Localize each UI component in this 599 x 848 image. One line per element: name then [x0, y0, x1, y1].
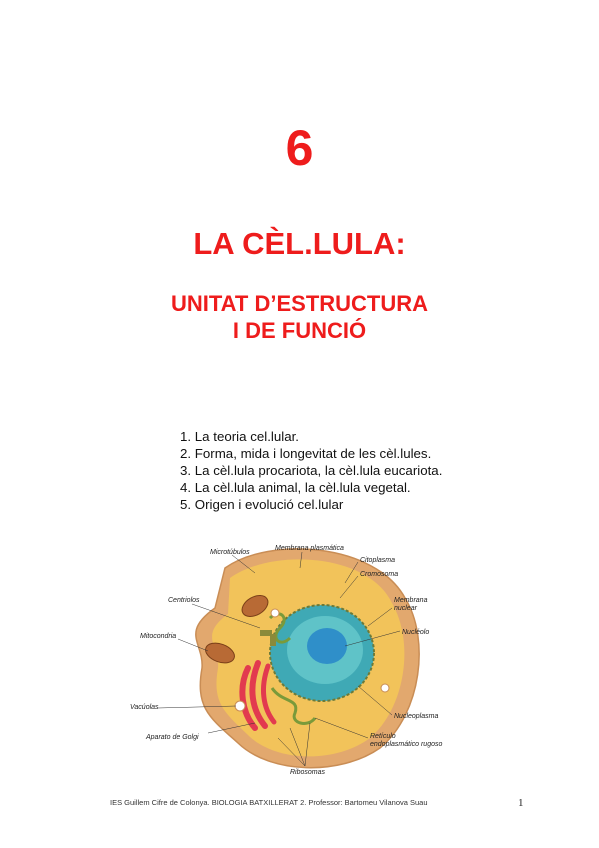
label-cromosoma: Cromosoma	[360, 571, 398, 578]
mitochondrion	[241, 595, 269, 617]
label-nucleoplasma: Nucleoplasma	[394, 713, 438, 720]
toc-item: 2. Forma, mida i longevitat de les cèl.l…	[180, 446, 432, 461]
toc-item: 4. La cèl.lula animal, la cèl.lula veget…	[180, 480, 411, 495]
toc-item: 3. La cèl.lula procariota, la cèl.lula e…	[180, 463, 443, 478]
chapter-number: 6	[285, 120, 314, 176]
subtitle-line-1: UNITAT D’ESTRUCTURA	[170, 291, 429, 316]
page-footer: IES Guillem Cifre de Colonya. BIOLOGIA B…	[110, 798, 428, 807]
animal-cell-diagram: Microtúbulos Membrana plasmática Citopla…	[130, 545, 442, 776]
nucleolus	[307, 628, 347, 664]
golgi-apparatus	[249, 660, 268, 729]
vacuole	[270, 608, 280, 618]
label-membrana-nuclear-2: nuclear	[394, 605, 418, 612]
label-membrana-plasmatica: Membrana plasmática	[275, 545, 344, 552]
label-centriolos: Centriolos	[168, 597, 200, 604]
page-number: 1	[518, 797, 524, 809]
subtitle-line-2: I DE FUNCIÓ	[232, 318, 367, 343]
label-reticulo-2: endoplasmático rugoso	[370, 741, 442, 748]
vacuole	[234, 700, 246, 712]
label-citoplasma: Citoplasma	[360, 557, 395, 564]
centriole	[270, 634, 276, 646]
vacuole	[380, 683, 390, 693]
table-of-contents: 1. La teoria cel.lular. 2. Forma, mida i…	[180, 428, 442, 513]
label-aparato-golgi: Aparato de Golgi	[145, 734, 199, 741]
toc-item: 1. La teoria cel.lular.	[180, 429, 300, 444]
golgi-apparatus	[260, 663, 277, 725]
centriole	[260, 630, 272, 636]
label-vacuolas: Vacúolas	[130, 704, 159, 711]
endoplasmic-reticulum	[270, 687, 317, 725]
label-mitocondria: Mitocondria	[140, 633, 176, 640]
label-ribosomas: Ribosomas	[290, 769, 326, 776]
label-membrana-nuclear-1: Membrana	[394, 597, 428, 604]
label-reticulo-1: Retículo	[370, 733, 396, 740]
label-nucleolo: Nucléolo	[402, 629, 429, 636]
chapter-title: LA CÈL.LULA:	[193, 226, 406, 261]
label-microtubulos: Microtúbulos	[210, 549, 250, 556]
mitochondrion	[205, 642, 235, 664]
toc-item: 5. Origen i evolució cel.lular	[180, 497, 344, 512]
chapter-subtitle: UNITAT D’ESTRUCTURA I DE FUNCIÓ	[0, 290, 599, 344]
